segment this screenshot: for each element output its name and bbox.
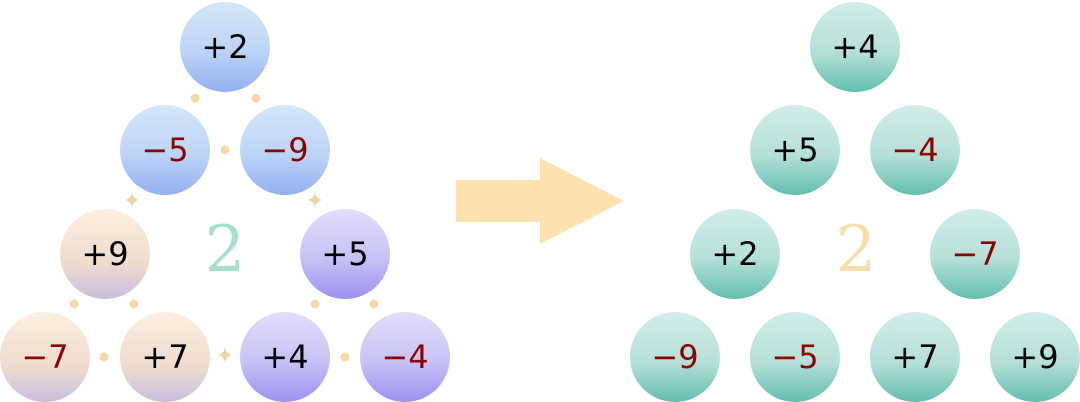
connector-dot	[251, 93, 261, 103]
right-node-7: −5	[750, 312, 840, 402]
right-node-9: +9	[990, 312, 1080, 402]
connector-dot	[190, 93, 200, 103]
connector-dot	[369, 299, 379, 309]
right-node-2: +5	[750, 105, 840, 195]
connector-dot	[99, 352, 109, 362]
connector-dot	[69, 299, 79, 309]
left-node-8: +4	[240, 312, 330, 402]
right-node-6: −9	[630, 312, 720, 402]
sparkle-icon: ✦	[122, 189, 142, 214]
left-node-5: +5	[300, 209, 390, 299]
left-node-2: −5	[120, 105, 210, 195]
connector-dot	[129, 299, 139, 309]
right-node-5: −7	[930, 209, 1020, 299]
connector-dot	[310, 299, 320, 309]
right-center-number: 2	[835, 213, 877, 287]
right-node-4: +2	[690, 209, 780, 299]
connector-dot	[220, 145, 230, 155]
left-node-9: −4	[360, 312, 450, 402]
arrow-right-icon	[456, 158, 624, 244]
sparkle-icon: ✦	[305, 189, 325, 214]
left-node-7: +7	[120, 312, 210, 402]
left-center-number: 2	[204, 213, 246, 287]
right-node-8: +7	[870, 312, 960, 402]
left-node-4: +9	[60, 209, 150, 299]
left-node-3: −9	[240, 105, 330, 195]
left-node-6: −7	[0, 312, 90, 402]
right-node-1: +4	[810, 2, 900, 92]
sparkle-icon: ✦	[215, 344, 235, 369]
connector-dot	[340, 352, 350, 362]
right-node-3: −4	[870, 105, 960, 195]
left-node-1: +2	[180, 2, 270, 92]
